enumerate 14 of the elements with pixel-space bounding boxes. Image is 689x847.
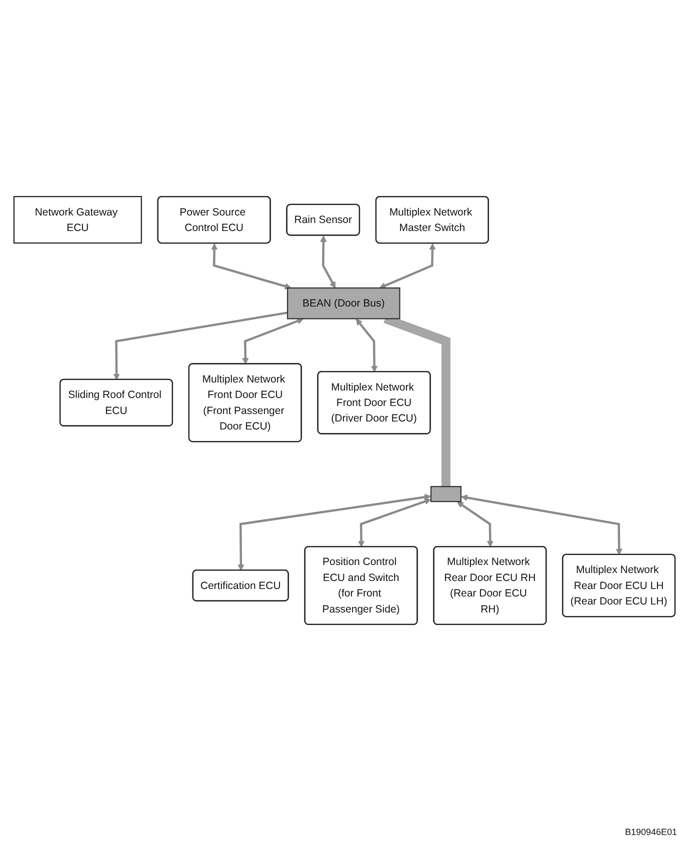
arrow <box>320 236 336 288</box>
node-box: Network Gateway ECU <box>13 196 142 244</box>
figure-code-label: B190946E01 <box>624 827 677 837</box>
arrow <box>211 243 292 290</box>
arrow <box>242 318 304 364</box>
arrow <box>113 312 288 380</box>
arrow <box>238 494 431 571</box>
arrow <box>460 494 622 556</box>
arrow <box>358 498 431 548</box>
arrow <box>379 243 436 289</box>
node-box: BEAN (Door Bus) <box>286 287 400 320</box>
arrow <box>456 501 494 548</box>
arrow <box>356 318 378 372</box>
node-bar <box>430 486 462 502</box>
